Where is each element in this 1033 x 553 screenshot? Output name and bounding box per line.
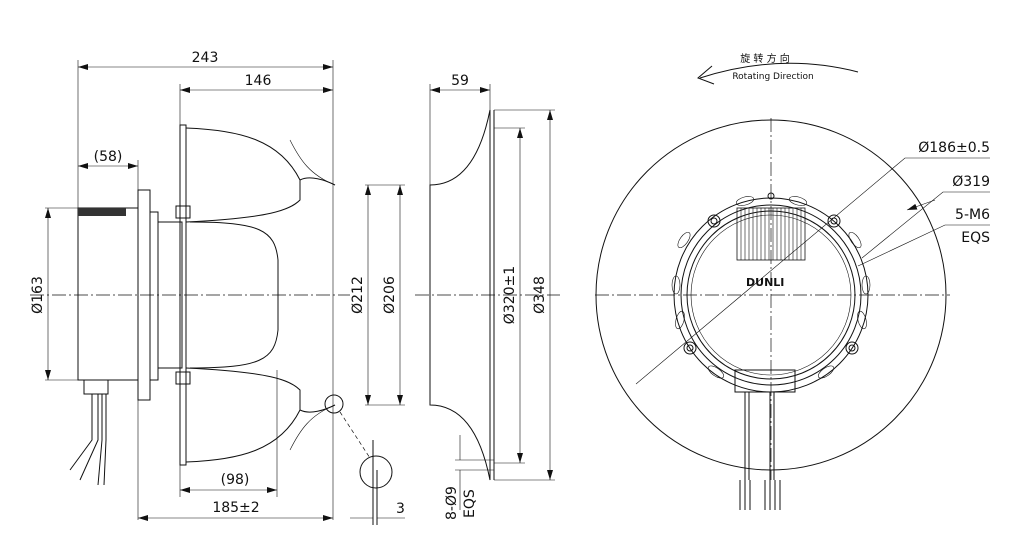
rotor-ring	[149, 211, 159, 381]
mount-bolts	[683, 192, 859, 355]
motor-fins	[78, 208, 126, 216]
bolt-top	[175, 205, 191, 219]
impeller-backplate	[179, 124, 187, 466]
extension-lines	[429, 84, 555, 481]
dim-320: Ø320±1	[502, 266, 518, 324]
leader-186	[635, 157, 990, 385]
hub	[690, 214, 852, 376]
dim-holes-eqs: EQS	[462, 489, 478, 518]
dim-m6-eqs: EQS	[961, 230, 990, 246]
dim-5-m6: 5-M6	[955, 207, 990, 223]
blade-center	[189, 221, 279, 369]
rotating-direction-arrow	[699, 62, 859, 79]
cable-ends	[739, 480, 781, 510]
detail-leader	[339, 411, 371, 459]
dim-206: Ø206	[382, 276, 398, 314]
detail-marker	[324, 394, 344, 414]
cable-gland	[83, 379, 109, 395]
inlet-ring	[429, 109, 491, 481]
cables	[744, 392, 775, 480]
impeller-outline	[595, 119, 947, 471]
dim-185: 185±2	[212, 500, 259, 516]
dim-146: 146	[245, 73, 272, 89]
dim-163: Ø163	[30, 276, 46, 314]
dim-8-holes: 8-Ø9	[444, 486, 460, 520]
cable-wires	[69, 394, 107, 486]
flange-slots	[671, 196, 871, 379]
extension-lines	[45, 60, 405, 520]
dim-186: Ø186±0.5	[918, 140, 990, 156]
dim-98: (98)	[221, 472, 250, 488]
dim-212: Ø212	[350, 276, 366, 314]
side-view: 243 146 (58) Ø163 Ø212 Ø206 (98) 185±2 3	[30, 50, 405, 525]
blade-top	[185, 127, 301, 223]
arrow-head	[697, 65, 715, 85]
arrow-319	[906, 199, 936, 211]
cable-box	[734, 369, 796, 393]
flange-mid	[680, 204, 862, 386]
rotating-direction-label: Rotating Direction	[732, 72, 813, 82]
heatsink-fins	[736, 207, 806, 261]
rotating-direction-cn: 旋 转 方 向	[740, 52, 790, 65]
leader-319	[861, 191, 990, 259]
dim-58: (58)	[94, 149, 123, 165]
blade-bottom	[185, 367, 301, 463]
dim-59: 59	[451, 73, 469, 89]
bolt-bottom	[175, 371, 191, 385]
rotor-hub	[157, 221, 183, 369]
hole-dim-lines	[455, 435, 494, 510]
shroud-curve	[289, 139, 336, 451]
flange-inner	[686, 210, 856, 380]
dim-319: Ø319	[952, 174, 990, 190]
dim-243: 243	[192, 50, 219, 66]
inlet-ring-view: 59 Ø320±1 Ø348 8-Ø9 EQS	[415, 73, 560, 520]
dim-348: Ø348	[532, 276, 548, 314]
detail-circle	[359, 455, 393, 489]
dim-3: 3	[396, 501, 405, 517]
motor-body	[77, 207, 139, 381]
brand-logo: DUNLI	[746, 276, 784, 289]
front-view: DUNLI 旋 转 方 向 Rotating Direction	[595, 52, 990, 510]
leader-m6	[857, 224, 990, 267]
